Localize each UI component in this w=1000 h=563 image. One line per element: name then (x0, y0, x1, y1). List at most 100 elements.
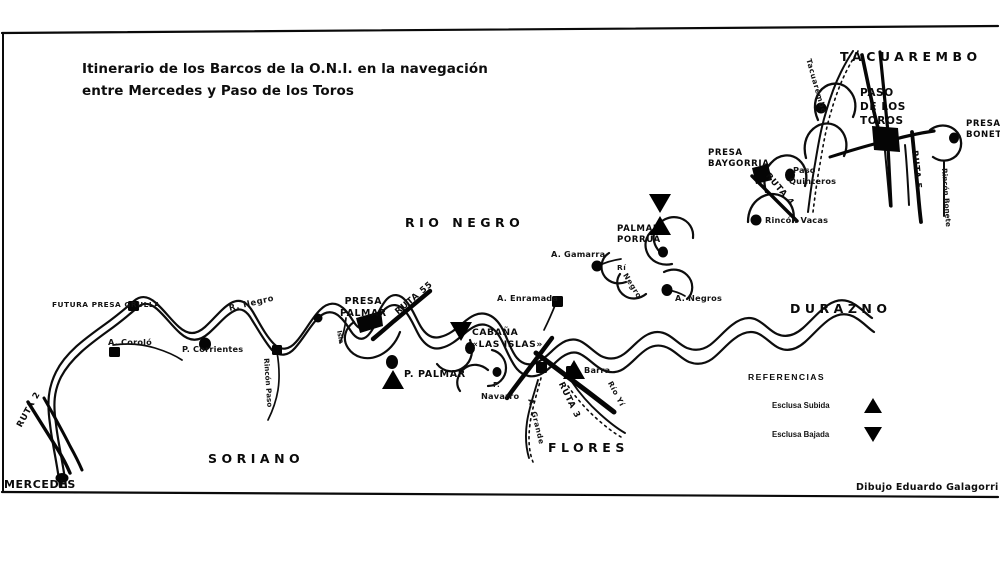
place-label-palmar-porrua-l2: PORRUA (617, 234, 661, 245)
marker-esclusa-bajada-cabana-islas (450, 322, 472, 341)
river-system (47, 50, 963, 489)
place-label-navarro: Navarro (481, 391, 520, 401)
credit-line: Dibujo Eduardo Galagorri (856, 482, 999, 493)
rio-negro-bank-south (53, 302, 876, 489)
legend-row-esclusa-bajada: Esclusa Bajada (748, 427, 938, 442)
legend-title: REFERENCIAS (748, 372, 825, 382)
map-title-line2: entre Mercedes y Paso de los Toros (82, 83, 355, 100)
legend-label-esclusa-subida: Esclusa Subida (772, 401, 830, 410)
map-title: Itinerario de los Barcos de la O.N.I. en… (82, 58, 502, 103)
place-label-arroyo-gamarra: A. Gamarra (551, 249, 606, 259)
rio-tacuarembo (807, 50, 854, 213)
place-label-futura-presa-grulla: FUTURA PRESA GRULLA (52, 300, 161, 309)
node-palmar-porrua (658, 246, 668, 258)
meander-islas-2 (486, 348, 508, 388)
place-label-cabana-l1: CABAÑA (472, 327, 519, 338)
node-p-palmar (386, 355, 398, 369)
node-arroyo-corolo (109, 347, 120, 357)
node-presa-grulla (128, 301, 139, 311)
ruta-55-line (370, 288, 433, 342)
place-label-presa-baygorria-l1: PRESA (708, 148, 743, 158)
frame-top-rule (0, 24, 1000, 35)
ruta-3-line-b (504, 335, 555, 401)
department-label-soriano: SORIANO (208, 451, 305, 466)
department-label-rio-negro: RIO NEGRO (405, 215, 525, 230)
node-cabana-islas (465, 342, 475, 354)
place-label-isla: Isla (335, 329, 346, 345)
frame-bottom-rule (0, 490, 1000, 499)
node-a-negros (661, 284, 673, 296)
meander-palmar-lower (343, 320, 402, 360)
place-label-paso-quinteros-l2: Quinteros (789, 176, 837, 186)
triangle-up-icon (864, 398, 882, 413)
place-label-presa-bonete: PRESA BONETE (966, 119, 1000, 140)
place-label-barra: Barra (584, 365, 611, 375)
place-label-paso-de-los-toros: PASO DE LOS TOROS (860, 86, 906, 129)
place-label-p-palmar: P. PALMAR (404, 369, 466, 380)
place-label-presa-baygorria-l2: BAYGORRIA (708, 158, 770, 169)
ruta-5-line (910, 130, 923, 224)
rio-yi-dots (567, 385, 622, 438)
legend-row-esclusa-subida: Esclusa Subida (748, 398, 938, 413)
place-label-rincon-vacas: Rincón Vacas (765, 215, 829, 225)
department-label-flores: FLORES (548, 440, 629, 455)
ruta-2-line-b (42, 396, 84, 472)
triangle-down-icon (864, 427, 882, 442)
arroyo-grande (525, 379, 539, 459)
place-label-palmar-porrua: PALMAR PORRUA (617, 224, 661, 245)
meander-navarro (456, 363, 490, 393)
rio-tacuarembo-dots (812, 50, 859, 213)
map-nodes (55, 102, 959, 483)
node-a-enramada (552, 296, 563, 307)
place-label-cabana-las-islas: CABAÑA «LAS ISLAS» (472, 327, 543, 350)
place-label-arroyo-corolo: A. Coroló (108, 337, 152, 347)
place-label-presa-palmar-l2: PALMAR (340, 307, 387, 319)
node-presa-palmar-dot (313, 313, 323, 323)
arroyo-isla (339, 317, 347, 344)
meander-loop-rincon-vacas (746, 192, 795, 224)
node-rincon-paso (272, 345, 282, 355)
place-label-paso-toros-l3: TOROS (860, 115, 904, 128)
place-label-presa-palmar: PRESA PALMAR (340, 296, 387, 320)
node-mercedes (55, 473, 69, 483)
meander-loop-negro-2 (616, 272, 648, 300)
map-title-line1: Itinerario de los Barcos de la O.N.I. en… (82, 61, 488, 77)
meander-loop-negro-3 (662, 268, 694, 301)
department-label-tacuarembo: TACUAREMBO (840, 49, 982, 64)
marker-esclusa-bajada-palmar-porrua (649, 194, 671, 213)
place-label-cabana-l2: «LAS ISLAS» (472, 338, 543, 350)
arroyo-grande-dots (528, 377, 542, 463)
arroyo-enramada (543, 302, 557, 331)
node-presa-baygorria (752, 164, 772, 184)
river-label-ri: Rí (617, 263, 627, 272)
node-navarro (492, 367, 502, 377)
paso-toros-road-w (828, 141, 880, 159)
bonete-tail-1 (904, 144, 910, 206)
place-label-presa-palmar-l1: PRESA (344, 296, 383, 307)
place-label-p-corrientes: P. Corrientes (182, 344, 244, 354)
arroyo-rincon-paso (267, 351, 280, 421)
place-label-presa-baygorria: PRESA BAYGORRIA (708, 148, 769, 169)
marker-esclusa-subida-p-palmar (382, 370, 404, 389)
node-ruta3-junction (536, 362, 547, 373)
legend-referencias: REFERENCIAS Esclusa Subida Esclusa Bajad… (748, 372, 938, 456)
node-p-corrientes (199, 337, 211, 351)
place-label-palmar-porrua-l1: PALMAR (617, 224, 661, 234)
place-label-paso-toros-l1: PASO (860, 87, 894, 99)
node-a-gamarra (591, 260, 603, 272)
marker-esclusa-subida-barra (563, 360, 585, 379)
place-label-presa-bonete-l2: BONETE (966, 129, 1000, 140)
place-label-arroyo-enramada: A. Enramada (497, 293, 559, 303)
department-label-durazno: DURAZNO (790, 301, 892, 316)
ruta-4-line (750, 174, 799, 223)
node-tacuarembo-jn (815, 102, 827, 114)
place-label-presa-bonete-l1: PRESA (966, 119, 1000, 129)
place-label-paso-quinteros-l1: Paso (793, 165, 816, 175)
meander-loop-porrua-2 (644, 228, 674, 266)
ruta-3-line (533, 350, 617, 415)
presa-bonete-loop (928, 124, 963, 162)
meander-loop-negro-1 (600, 251, 628, 285)
place-label-mercedes: MERCEDES (4, 478, 76, 491)
